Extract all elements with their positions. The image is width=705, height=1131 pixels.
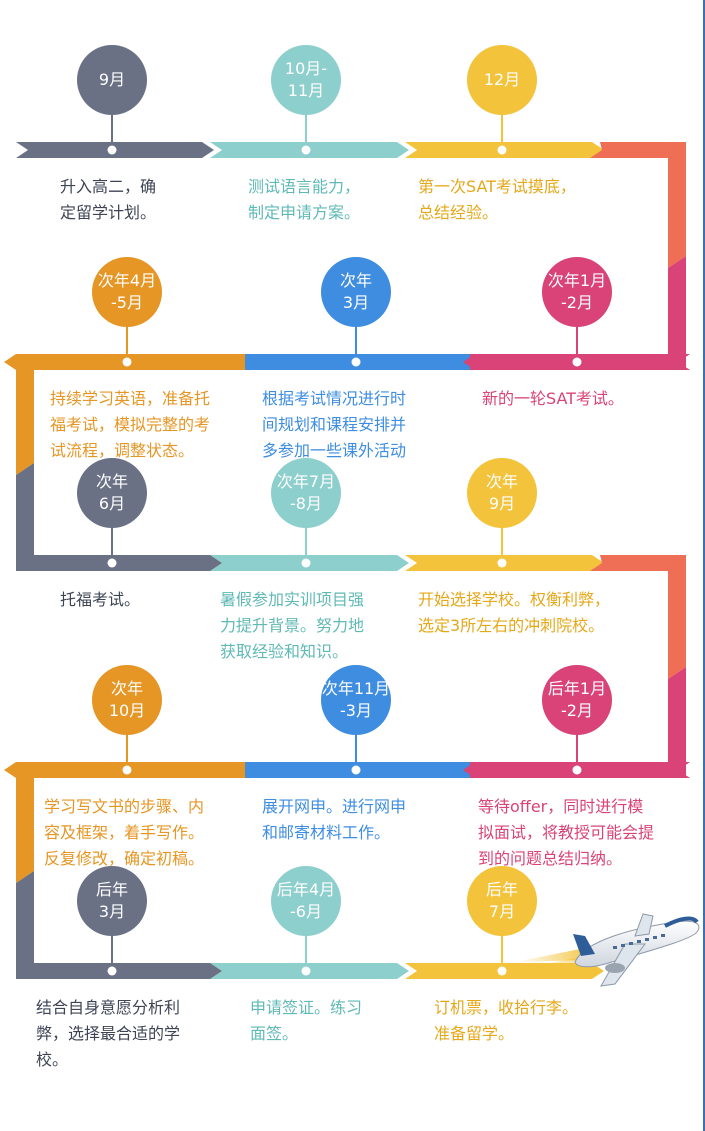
node-dot <box>301 558 311 568</box>
date-circle: 次年4月 -5月 <box>92 257 162 327</box>
node-dot <box>572 357 582 367</box>
date-circle: 次年 6月 <box>77 458 147 528</box>
step-description: 暑假参加实训项目强 力提升背景。努力地 获取经验和知识。 <box>220 590 365 661</box>
step-description: 学习写文书的步骤、内 容及框架，着手写作。 反复修改，确定初稿。 <box>44 797 205 868</box>
node-dot <box>301 145 311 155</box>
node-dot <box>497 966 507 976</box>
date-circle: 次年7月 -8月 <box>271 458 341 528</box>
node-dot <box>497 145 507 155</box>
node-dot <box>351 357 361 367</box>
right-turn-2-bottom <box>470 667 686 778</box>
step-description: 第一次SAT考试摸底， 总结经验。 <box>418 177 576 222</box>
node-dot <box>301 966 311 976</box>
node-dot <box>107 558 117 568</box>
date-circle: 后年4月 -6月 <box>271 866 341 936</box>
date-circle: 次年 3月 <box>321 257 391 327</box>
date-circle: 后年 7月 <box>467 866 537 936</box>
right-turn-2-top <box>590 555 686 679</box>
left-turn-2-bottom <box>16 871 222 979</box>
node-dot <box>497 558 507 568</box>
left-turn-2-top <box>16 762 245 883</box>
step-description: 开始选择学校。权衡利弊， 选定3所左右的冲刺院校。 <box>418 590 611 635</box>
step-description: 升入高二，确 定留学计划。 <box>60 177 157 222</box>
node-dot <box>572 765 582 775</box>
step-description: 等待offer，同时进行模 拟面试，将教授可能会提 到的问题总结归纳。 <box>478 797 655 868</box>
right-turn-1-top <box>590 142 686 268</box>
date-circle: 12月 <box>467 45 537 115</box>
node-dot <box>122 357 132 367</box>
step-description: 托福考试。 <box>60 590 141 609</box>
node-dot <box>107 966 117 976</box>
step-description: 申请签证。练习 面签。 <box>250 998 363 1043</box>
date-circle: 次年 10月 <box>92 665 162 735</box>
right-border-line <box>703 0 705 1131</box>
left-turn-1-top <box>16 354 245 475</box>
airplane-icon <box>515 913 700 987</box>
node-dot <box>107 145 117 155</box>
step-description: 结合自身意愿分析利 弊，选择最合适的学 校。 <box>36 998 181 1069</box>
date-circle: 后年1月 -2月 <box>542 665 612 735</box>
date-circle: 次年11月 -3月 <box>321 665 391 735</box>
date-circle: 后年 3月 <box>77 866 147 936</box>
step-description: 持续学习英语，准备托 福考试，模拟完整的考 试流程，调整状态。 <box>50 389 211 460</box>
date-circle: 次年 9月 <box>467 458 537 528</box>
date-circle: 9月 <box>77 45 147 115</box>
node-dot <box>122 765 132 775</box>
step-description: 测试语言能力， 制定申请方案。 <box>248 177 361 222</box>
step-description: 根据考试情况进行时 间规划和课程安排并 多参加一些课外活动 <box>262 389 407 460</box>
date-circle: 10月- 11月 <box>271 45 341 115</box>
left-turn-1-bottom <box>16 463 222 571</box>
step-description: 订机票，收拾行李。 准备留学。 <box>434 998 579 1043</box>
node-dot <box>351 765 361 775</box>
step-description: 新的一轮SAT考试。 <box>482 389 624 408</box>
right-turn-1-bottom <box>470 256 686 370</box>
step-description: 展开网申。进行网申 和邮寄材料工作。 <box>262 797 407 842</box>
date-circle: 次年1月 -2月 <box>542 257 612 327</box>
